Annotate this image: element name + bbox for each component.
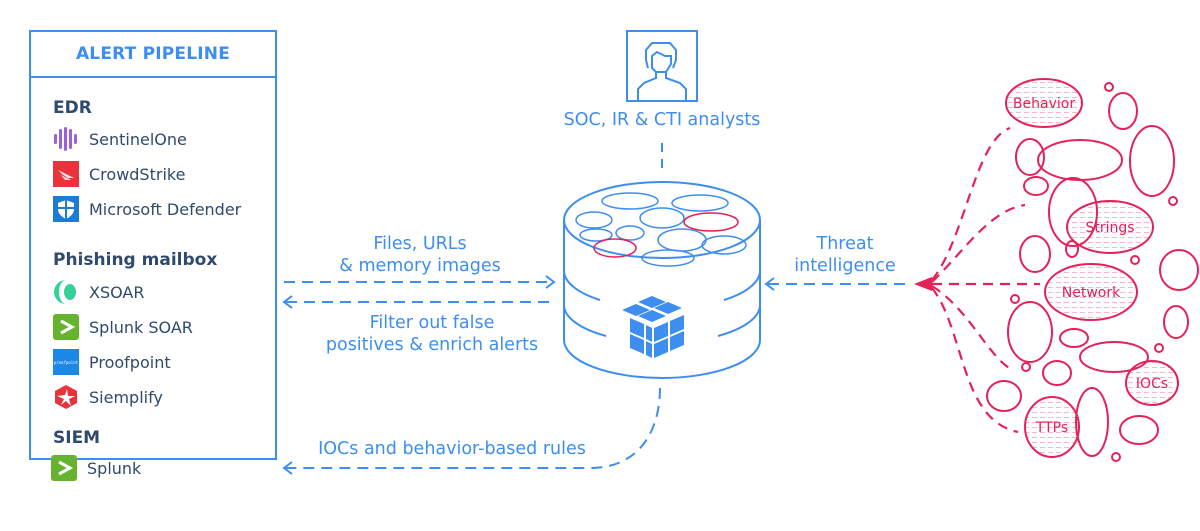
intel-label-strings: Strings <box>1085 220 1134 236</box>
intel-label-network: Network <box>1062 285 1121 301</box>
intel-labels: Behavior Strings Network IOCs TTPs <box>1013 96 1168 436</box>
intel-fan-in <box>931 126 1040 434</box>
list-item-proofpoint: proofpoint Proofpoint <box>53 349 171 375</box>
list-item-sentinelone: SentinelOne <box>53 126 187 152</box>
intel-blob-iocs <box>1125 360 1179 406</box>
item-label: Splunk SOAR <box>89 317 193 337</box>
siemplify-logo-icon <box>53 384 79 410</box>
intel-blob-behavior <box>1005 78 1083 128</box>
list-item-xsoar: XSOAR <box>53 279 145 305</box>
analysts-label: SOC, IR & CTI analysts <box>563 110 761 130</box>
rules-label: IOCs and behavior-based rules <box>318 439 586 459</box>
item-label: Siemplify <box>89 387 163 407</box>
item-label: SentinelOne <box>89 129 187 149</box>
section-phishing-mailbox: Phishing mailbox <box>53 250 218 270</box>
files-label-line2: & memory images <box>339 256 501 276</box>
intel-blob-strings <box>1066 200 1154 254</box>
filter-label: Filter out false positives & enrich aler… <box>292 312 572 356</box>
files-label-line1: Files, URLs <box>373 234 467 254</box>
sentinelone-logo-icon <box>53 126 79 152</box>
files-arrow <box>284 275 556 289</box>
filter-label-line2: positives & enrich alerts <box>325 335 539 355</box>
item-label: CrowdStrike <box>89 164 186 184</box>
xsoar-logo-icon <box>53 279 79 305</box>
proofpoint-logo-icon: proofpoint <box>53 349 79 375</box>
panel-title: ALERT PIPELINE <box>31 32 275 78</box>
item-label: Microsoft Defender <box>89 199 242 219</box>
item-label: Splunk <box>87 458 142 478</box>
list-item-siemplify: Siemplify <box>53 384 163 410</box>
intel-cloud <box>986 78 1199 462</box>
section-edr: EDR <box>53 98 92 118</box>
list-item-splunk: Splunk <box>51 455 141 481</box>
intel-arrowhead <box>914 277 932 291</box>
item-label: XSOAR <box>89 282 145 302</box>
intel-label-iocs: IOCs <box>1136 376 1168 392</box>
item-label: Proofpoint <box>89 352 171 372</box>
list-item-splunk-soar: Splunk SOAR <box>53 314 193 340</box>
intel-blob-network <box>1044 263 1138 321</box>
detection-engine-cylinder <box>562 181 762 379</box>
threat-intel-line2: intelligence <box>794 256 896 276</box>
list-item-crowdstrike: CrowdStrike <box>53 161 185 187</box>
analyst-avatar-icon <box>626 30 698 102</box>
section-siem: SIEM <box>53 428 101 448</box>
threat-intel-label: Threat intelligence <box>780 233 910 277</box>
intel-label-behavior: Behavior <box>1013 96 1075 112</box>
splunk-soar-logo-icon <box>53 314 79 340</box>
list-item-microsoft-defender: Microsoft Defender <box>53 196 241 222</box>
intel-blob-ttps <box>1024 396 1080 458</box>
proofpoint-icon-text: proofpoint <box>54 360 79 365</box>
crowdstrike-logo-icon <box>53 161 79 187</box>
filter-label-line1: Filter out false <box>369 313 495 333</box>
threat-intel-line1: Threat <box>816 234 874 254</box>
alert-pipeline-panel: ALERT PIPELINE EDR SentinelOne CrowdStri… <box>29 30 277 460</box>
files-label: Files, URLs & memory images <box>320 233 520 277</box>
splunk-logo-icon <box>51 455 77 481</box>
microsoft-defender-logo-icon <box>53 196 79 222</box>
rules-arrow <box>282 387 661 475</box>
threat-intel-arrow <box>764 277 912 291</box>
intel-label-ttps: TTPs <box>1035 420 1068 436</box>
filter-arrow <box>282 295 556 309</box>
